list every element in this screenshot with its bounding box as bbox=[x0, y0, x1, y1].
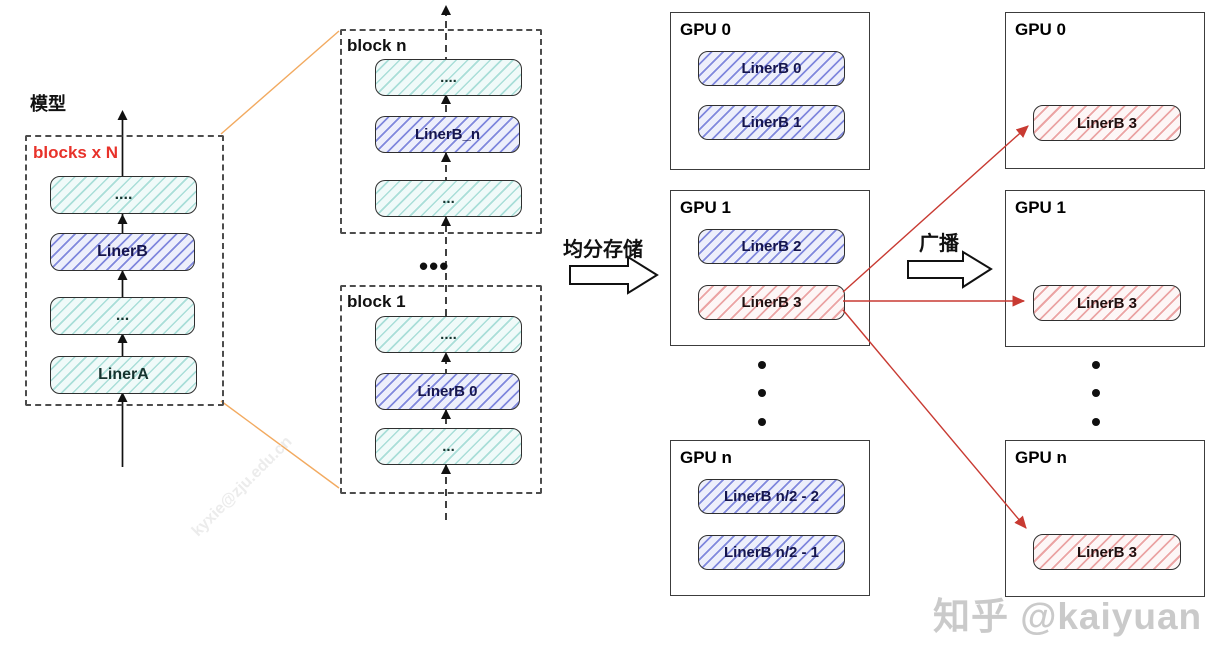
zoom-connector-bottom bbox=[220, 400, 340, 489]
gpu-label: GPU 0 bbox=[680, 20, 732, 39]
ellipsis-dot bbox=[1092, 361, 1100, 369]
shard-gpu-1: GPU 1 LinerB 2 LinerB 3 bbox=[670, 190, 870, 346]
block-n-layer: ... bbox=[375, 180, 522, 217]
arrowhead-up bbox=[117, 110, 128, 120]
arrowhead-up bbox=[117, 333, 128, 343]
model-layer: LinerA bbox=[50, 356, 197, 394]
broadcast-param: LinerB 3 bbox=[1033, 105, 1181, 141]
block-1-layer: .... bbox=[375, 316, 522, 353]
ellipsis-dot bbox=[1092, 418, 1100, 426]
broadcast-gpu-1: GPU 1 LinerB 3 bbox=[1005, 190, 1205, 347]
block-n-dashed-box bbox=[340, 29, 542, 234]
zoom-connector-top bbox=[220, 30, 340, 135]
model-layer: ... bbox=[50, 297, 195, 335]
block-1-layer: LinerB 0 bbox=[375, 373, 520, 410]
broadcast-block-arrow bbox=[907, 250, 993, 289]
model-layer: LinerB bbox=[50, 233, 195, 271]
partition-arrow-label: 均分存储 bbox=[563, 239, 643, 261]
param-shard: LinerB n/2 - 2 bbox=[698, 479, 845, 514]
ellipsis-dot bbox=[758, 389, 766, 397]
broadcast-gpu-0: GPU 0 LinerB 3 bbox=[1005, 12, 1205, 169]
broadcast-arrow-label: 广播 bbox=[919, 233, 959, 255]
model-blocks-dashed-box bbox=[25, 135, 224, 406]
block-1-dashed-box bbox=[340, 285, 542, 494]
block-1-label: block 1 bbox=[347, 292, 406, 311]
ellipsis-dot bbox=[758, 418, 766, 426]
param-shard: LinerB 1 bbox=[698, 105, 845, 140]
block-1-layer: ... bbox=[375, 428, 522, 465]
partition-block-arrow bbox=[569, 255, 659, 295]
param-shard-broadcast-source: LinerB 3 bbox=[698, 285, 845, 320]
arrowhead-up bbox=[441, 94, 451, 104]
shard-gpu-0: GPU 0 LinerB 0 LinerB 1 bbox=[670, 12, 870, 170]
broadcast-gpu-n: GPU n LinerB 3 bbox=[1005, 440, 1205, 597]
arrowhead-up bbox=[441, 409, 451, 419]
arrowhead-up bbox=[441, 352, 451, 362]
gpu-label: GPU 1 bbox=[1015, 198, 1067, 217]
arrowhead-up bbox=[441, 464, 451, 474]
blocks-count-label: blocks x N bbox=[33, 143, 119, 162]
param-shard: LinerB 2 bbox=[698, 229, 845, 264]
gpu-label: GPU n bbox=[680, 448, 732, 467]
arrowhead-up bbox=[441, 216, 451, 226]
broadcast-param: LinerB 3 bbox=[1033, 285, 1181, 321]
arrowhead-up bbox=[117, 214, 128, 224]
block-n-layer: LinerB_n bbox=[375, 116, 520, 153]
block-n-layer: .... bbox=[375, 59, 522, 96]
gpu-label: GPU 0 bbox=[1015, 20, 1067, 39]
block-n-label: block n bbox=[347, 36, 407, 55]
arrowhead-up bbox=[441, 152, 451, 162]
model-layer: .... bbox=[50, 176, 197, 214]
gpu-label: GPU 1 bbox=[680, 198, 732, 217]
arrowhead-up bbox=[117, 270, 128, 280]
arrowhead-up bbox=[117, 392, 128, 402]
ellipsis-dot bbox=[758, 361, 766, 369]
arrowhead-up bbox=[441, 5, 451, 15]
broadcast-param: LinerB 3 bbox=[1033, 534, 1181, 570]
param-shard: LinerB n/2 - 1 bbox=[698, 535, 845, 570]
shard-gpu-n: GPU n LinerB n/2 - 2 LinerB n/2 - 1 bbox=[670, 440, 870, 596]
gpu-label: GPU n bbox=[1015, 448, 1067, 467]
model-title: 模型 bbox=[30, 94, 66, 114]
blocks-ellipsis: ••• bbox=[419, 251, 450, 281]
ellipsis-dot bbox=[1092, 389, 1100, 397]
param-shard: LinerB 0 bbox=[698, 51, 845, 86]
watermark-zhihu: 知乎 @kaiyuan bbox=[933, 596, 1203, 637]
